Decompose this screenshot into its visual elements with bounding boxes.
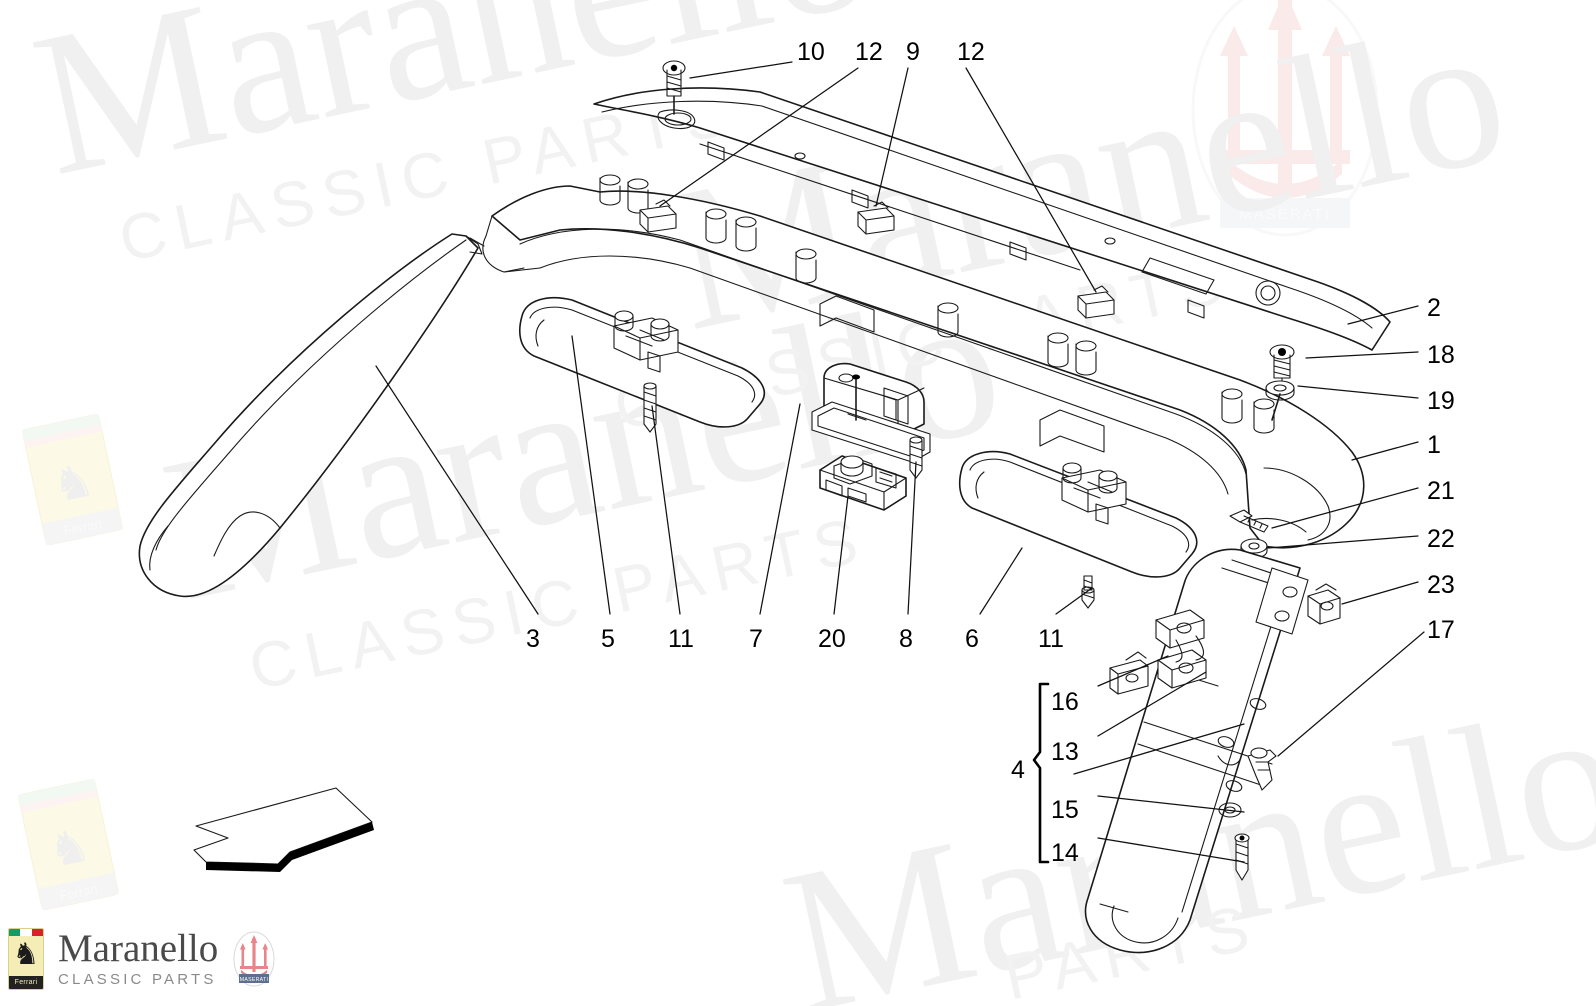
callout-1: 1 xyxy=(1427,431,1441,459)
callout-4-group: 4 xyxy=(1011,756,1025,784)
part-19-washer xyxy=(1265,380,1295,421)
part-17-push-pin xyxy=(1247,747,1277,791)
part-5-visor-bracket xyxy=(613,310,679,373)
callout-8: 8 xyxy=(899,625,913,653)
maserati-trident-watermark: MASERATI xyxy=(1191,0,1379,237)
callout-6: 6 xyxy=(965,625,979,653)
callout-18: 18 xyxy=(1427,341,1455,369)
callout-22: 22 xyxy=(1427,525,1455,553)
part-13-b-pillar-trim xyxy=(1084,548,1309,954)
part-1-headliner-panel xyxy=(482,174,1365,549)
brand-tagline: CLASSIC PARTS xyxy=(58,971,217,988)
part-7-interior-light-housing xyxy=(811,362,931,463)
prancing-horse-icon: ♞ xyxy=(12,938,40,971)
callout-13: 13 xyxy=(1051,738,1079,766)
callout-11-a: 11 xyxy=(668,625,694,653)
italian-flag-stripes xyxy=(9,929,43,936)
part-3-a-pillar-trim xyxy=(138,233,485,598)
part-11-screw-right xyxy=(1081,575,1095,609)
maserati-wordmark: MASERATI xyxy=(240,977,269,983)
callout-9: 9 xyxy=(906,38,920,66)
brand-footer: ♞ Ferrari Maranello CLASSIC PARTS xyxy=(8,922,276,996)
part-2-rear-roof-trim xyxy=(593,87,1391,351)
callout-10: 10 xyxy=(797,38,825,66)
callout-5: 5 xyxy=(601,625,615,653)
part-22-washer xyxy=(1240,538,1268,559)
callout-12-a: 12 xyxy=(855,38,883,66)
part-21-screw xyxy=(1229,509,1269,533)
callout-16: 16 xyxy=(1051,688,1079,716)
part-5-sun-visor-left xyxy=(519,296,766,428)
callout-7: 7 xyxy=(749,625,763,653)
callout-19: 19 xyxy=(1427,387,1455,415)
callout-20: 20 xyxy=(818,625,846,653)
part-6-sun-visor-right xyxy=(958,450,1198,578)
part-10-screw xyxy=(662,60,686,115)
part-12-clip-left xyxy=(857,201,895,235)
part-20-interior-light-unit xyxy=(819,455,907,511)
callout-14: 14 xyxy=(1051,839,1079,867)
part-6-visor-bracket xyxy=(1061,462,1127,525)
view-direction-arrow xyxy=(193,787,374,872)
brand-name: Maranello xyxy=(58,927,219,970)
part-11-screw-left xyxy=(643,382,657,433)
ferrari-badge-watermark-2: ♞ Ferrari xyxy=(18,778,119,911)
maserati-badge-logo: MASERATI xyxy=(232,930,276,988)
brand-names: Maranello CLASSIC PARTS xyxy=(58,928,218,990)
ferrari-badge-logo: ♞ Ferrari xyxy=(8,928,44,990)
callout-3: 3 xyxy=(526,625,540,653)
part-9-clip xyxy=(639,199,677,233)
leader-lines xyxy=(375,61,1425,864)
svg-text:MASERATI: MASERATI xyxy=(1239,206,1331,223)
callout-15: 15 xyxy=(1051,796,1079,824)
part-23-nut-retainer xyxy=(1307,583,1341,625)
part-14-screw xyxy=(1234,833,1250,881)
callout-17: 17 xyxy=(1427,616,1455,644)
callout-12-b: 12 xyxy=(957,38,985,66)
callout-2: 2 xyxy=(1427,294,1441,322)
callout-11-b: 11 xyxy=(1038,625,1064,653)
callout-21: 21 xyxy=(1427,477,1455,505)
ferrari-wordmark: Ferrari xyxy=(9,976,43,989)
part-12-clip-right xyxy=(1077,285,1115,319)
callout-23: 23 xyxy=(1427,571,1455,599)
ferrari-badge-watermark: ♞ Ferrari xyxy=(22,413,123,546)
